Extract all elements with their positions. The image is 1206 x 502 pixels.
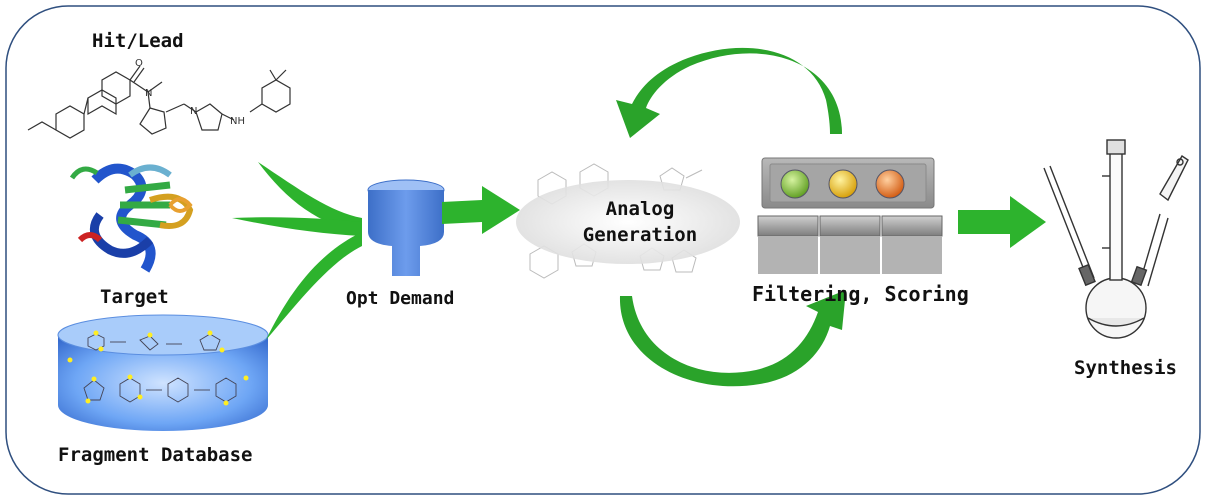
arrow-to-analog-generation [442,186,520,234]
arrow-from-hit-lead [258,162,362,232]
frame-border [5,5,1201,495]
analog-label-line2: Generation [582,224,698,246]
atom-label-n1: N [145,88,152,99]
analog-label-line1: Analog [605,198,675,220]
protein-ribbon-icon [69,163,194,273]
fragment-database-label: Fragment Database [58,444,253,466]
opt-demand-label: Opt Demand [346,288,455,309]
arrow-from-target [232,217,362,236]
loop-arrow-bottom [619,290,846,387]
arrow-from-fragment-database [266,232,362,340]
atom-label-n2: N [190,106,197,117]
molecule-structure-icon [27,65,291,139]
hit-lead-label: Hit/Lead [92,30,184,52]
filtering-scoring-label: Filtering, Scoring [752,282,969,306]
atom-label-nh: NH [230,116,245,127]
analog-generation-cloud [516,163,740,279]
fragment-database-cylinder-icon [57,314,269,431]
funnel-icon [367,179,445,276]
converging-arrows [232,162,362,340]
target-label: Target [100,286,169,308]
glass-flask-apparatus-icon [1043,139,1189,339]
traffic-light-panel-icon [757,157,943,274]
analog-generation-label: Analog Generation [560,196,720,248]
atom-label-oxygen: O [135,58,143,69]
arrow-to-synthesis [958,196,1046,248]
loop-arrow-top [616,47,842,138]
synthesis-label: Synthesis [1074,357,1177,379]
